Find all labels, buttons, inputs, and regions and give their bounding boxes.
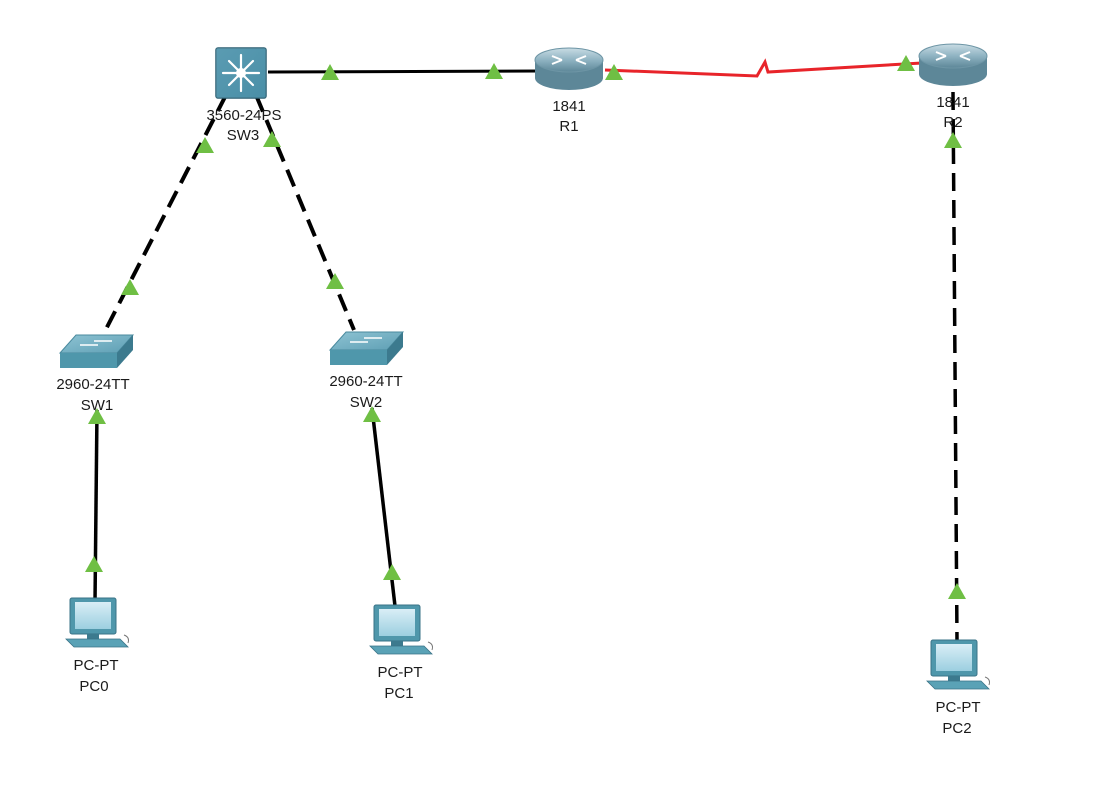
link-up-indicator — [321, 64, 339, 80]
device-name-label: PC0 — [79, 678, 108, 695]
device-model-label: 1841 — [936, 94, 969, 111]
link-r2-pc2[interactable] — [951, 91, 959, 641]
link-sw3-r1[interactable] — [267, 69, 541, 74]
links — [93, 58, 959, 641]
link-r1-r2-serial[interactable] — [604, 58, 923, 78]
device-name-label: SW2 — [350, 394, 383, 411]
link-up-indicator — [605, 64, 623, 80]
link-up-indicator — [383, 564, 401, 580]
device-name-label: R2 — [943, 114, 962, 131]
device-pc0[interactable]: PC-PT PC0 — [65, 597, 129, 695]
link-up-indicator — [88, 408, 106, 424]
switch-icon — [58, 334, 135, 368]
link-up-indicator — [948, 583, 966, 599]
link-up-indicator — [263, 131, 281, 147]
link-up-indicator — [196, 137, 214, 153]
link-up-indicator — [326, 273, 344, 289]
router-icon — [534, 47, 604, 90]
device-name-label: R1 — [559, 118, 578, 135]
device-r2[interactable]: 1841 R2 — [918, 43, 988, 131]
device-name-label: PC2 — [942, 720, 971, 737]
device-model-label: 3560-24PS — [206, 107, 281, 124]
device-name-label: SW1 — [81, 397, 114, 414]
pc-icon — [65, 597, 129, 648]
device-model-label: PC-PT — [936, 699, 981, 716]
device-sw3[interactable]: 3560-24PS SW3 — [206, 47, 282, 144]
device-model-label: 1841 — [552, 98, 585, 115]
device-model-label: PC-PT — [74, 657, 119, 674]
link-status-lights — [85, 55, 966, 599]
link-up-indicator — [363, 406, 381, 422]
multilayer-switch-icon — [215, 47, 267, 99]
device-model-label: 2960-24TT — [56, 376, 129, 393]
device-sw2[interactable]: 2960-24TT SW2 — [328, 331, 405, 411]
link-up-indicator — [897, 55, 915, 71]
link-sw3-sw2[interactable] — [254, 94, 356, 331]
pc-icon — [926, 639, 990, 690]
device-name-label: PC1 — [384, 685, 413, 702]
switch-icon — [328, 331, 405, 365]
link-up-indicator — [121, 279, 139, 295]
device-pc1[interactable]: PC-PT PC1 — [369, 604, 433, 702]
link-up-indicator — [85, 556, 103, 572]
device-sw1[interactable]: 2960-24TT SW1 — [56, 334, 135, 414]
device-model-label: 2960-24TT — [329, 373, 402, 390]
device-pc2[interactable]: PC-PT PC2 — [926, 639, 990, 737]
device-model-label: PC-PT — [378, 664, 423, 681]
device-name-label: SW3 — [227, 127, 260, 144]
router-icon — [918, 43, 988, 86]
link-up-indicator — [944, 132, 962, 148]
link-up-indicator — [485, 63, 503, 79]
link-sw1-pc0[interactable] — [93, 409, 99, 603]
pc-icon — [369, 604, 433, 655]
device-r1[interactable]: 1841 R1 — [534, 47, 604, 135]
link-sw3-sw1[interactable] — [102, 94, 228, 334]
